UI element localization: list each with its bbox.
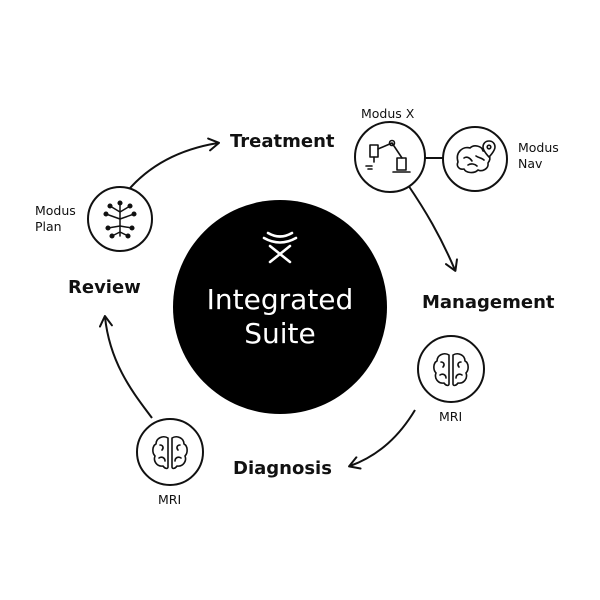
- robotic-arm-icon: [365, 139, 411, 173]
- brain-icon: [433, 353, 469, 387]
- modus-nav-label-line1: Modus: [518, 140, 559, 155]
- phase-review-label: Review: [68, 277, 141, 298]
- brain-icon: [152, 436, 188, 470]
- arrow-management-to-diagnosis: [348, 409, 416, 470]
- phase-diagnosis-label: Diagnosis: [233, 458, 332, 479]
- mri-diagnosis-node: [136, 418, 204, 486]
- mri-diagnosis-label: MRI: [158, 492, 182, 507]
- mri-management-label: MRI: [439, 409, 463, 424]
- brain-location-pin-icon: [456, 140, 496, 174]
- modus-x-label: Modus X: [361, 106, 415, 121]
- arrow-diagnosis-to-review: [98, 315, 153, 419]
- center-title-line1: Integrated: [206, 283, 354, 316]
- phase-management-label: Management: [422, 292, 555, 313]
- arrow-treatment-to-management: [407, 184, 458, 272]
- modus-plan-label-line2: Plan: [35, 219, 62, 234]
- neural-tree-icon: [103, 200, 137, 239]
- center-title-line2: Suite: [244, 317, 316, 350]
- modus-nav-node: [442, 126, 508, 192]
- modus-x-node: [354, 121, 426, 193]
- suite-logo-icon: [262, 231, 298, 264]
- center-circle: [173, 200, 387, 414]
- mri-management-node: [417, 335, 485, 403]
- modus-plan-node: [87, 186, 153, 252]
- modus-nav-label-line2: Nav: [518, 156, 543, 171]
- phase-treatment-label: Treatment: [230, 131, 335, 152]
- modus-plan-label-line1: Modus: [35, 203, 76, 218]
